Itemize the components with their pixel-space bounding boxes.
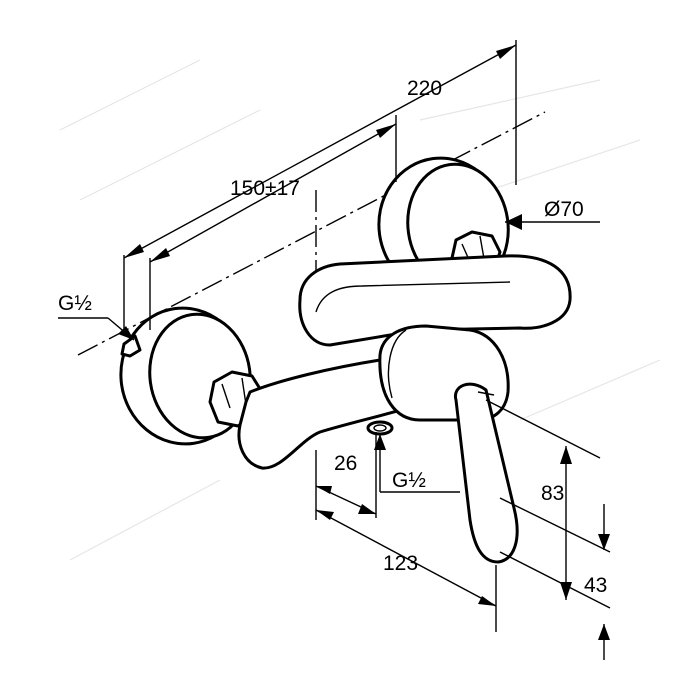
dim-83	[485, 399, 611, 600]
dim-43	[499, 551, 611, 660]
dim-diameter-label: Ø70	[544, 198, 584, 221]
dim-connection-left-label: G½	[58, 292, 92, 315]
dim-connection-bottom-label: G½	[392, 469, 426, 492]
bottom-outlet	[366, 420, 394, 436]
dim-diameter	[505, 214, 600, 230]
dim-220-label: 220	[407, 77, 442, 100]
dim-26-label: 26	[334, 452, 357, 475]
dim-150	[149, 115, 397, 330]
dim-26	[315, 432, 377, 520]
dim-123	[315, 509, 497, 632]
lever-handle	[453, 382, 519, 564]
mixer-body	[237, 254, 572, 470]
dim-83-label: 83	[541, 482, 564, 505]
dim-connection-left	[58, 317, 135, 341]
dim-220	[123, 40, 517, 335]
dim-150-label: 150±17	[230, 177, 300, 200]
dim-123-label: 123	[383, 552, 418, 575]
dim-43-label: 43	[584, 574, 607, 597]
dim-connection-bottom	[374, 434, 460, 493]
background-ghost-lines	[59, 59, 661, 561]
